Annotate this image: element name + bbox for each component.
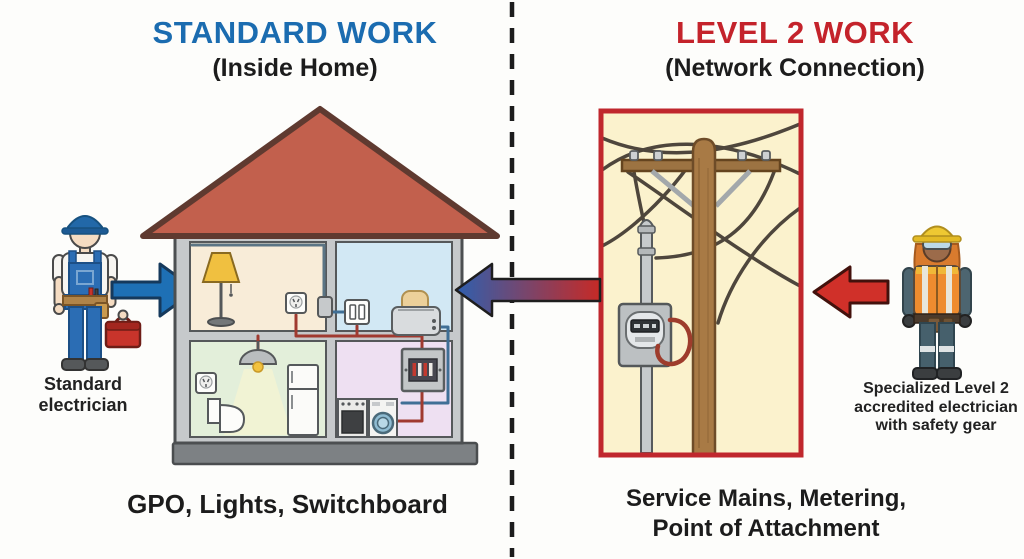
hard-hat-icon: [912, 225, 962, 243]
wall-box-icon: [317, 296, 333, 318]
insulators: [629, 150, 771, 161]
red-arrow-icon: [812, 265, 890, 319]
switchboard-icon: [400, 347, 446, 393]
power-pole-panel: [598, 108, 804, 458]
right-header: LEVEL 2 WORK (Network Connection): [580, 15, 1010, 82]
washing-machine-icon: [368, 398, 398, 438]
service-loop-wire: [655, 317, 693, 367]
standard-electrician-figure: [52, 215, 142, 371]
left-header: STANDARD WORK (Inside Home): [60, 15, 530, 82]
gradient-arrow-icon: [454, 262, 602, 318]
gpo-outlet-icon: [285, 292, 307, 314]
legs: [68, 306, 102, 361]
house-illustration: [140, 106, 500, 466]
level2-electrician-label: Specialized Level 2 accredited electrici…: [854, 380, 1018, 435]
shoes: [61, 358, 109, 371]
right-subtitle: (Network Connection): [665, 53, 925, 82]
right-caption: Service Mains, Metering, Point of Attach…: [625, 485, 907, 542]
roof: [140, 106, 500, 239]
level2-electrician-figure: [902, 225, 972, 380]
standard-electrician-label: Standard electrician: [38, 374, 128, 416]
floor-lamp-icon: [201, 252, 241, 327]
toolbox-icon: [104, 309, 142, 349]
left-subtitle: (Inside Home): [212, 53, 378, 82]
fridge-icon: [287, 364, 319, 436]
cap-icon: [61, 215, 109, 235]
glove-icon: [958, 314, 972, 328]
legs: [919, 322, 955, 370]
light-switch-icon: [344, 299, 370, 325]
glove-icon: [902, 314, 916, 328]
braces: [650, 169, 752, 208]
power-pole-icon: [691, 137, 717, 457]
toaster-icon: [391, 290, 441, 336]
right-title: LEVEL 2 WORK: [676, 15, 914, 50]
boots: [912, 367, 962, 380]
oven-icon: [337, 398, 368, 438]
foundation: [171, 441, 479, 466]
left-title: STANDARD WORK: [152, 15, 438, 50]
left-caption: GPO, Lights, Switchboard: [127, 489, 448, 519]
gpo-outlet-icon: [195, 372, 217, 394]
toilet-icon: [207, 398, 246, 433]
house-wiring: [190, 243, 450, 423]
hi-vis-vest-icon: [913, 265, 961, 317]
divider-dashed-line: [509, 2, 515, 557]
electricity-meter-icon: [617, 302, 673, 368]
